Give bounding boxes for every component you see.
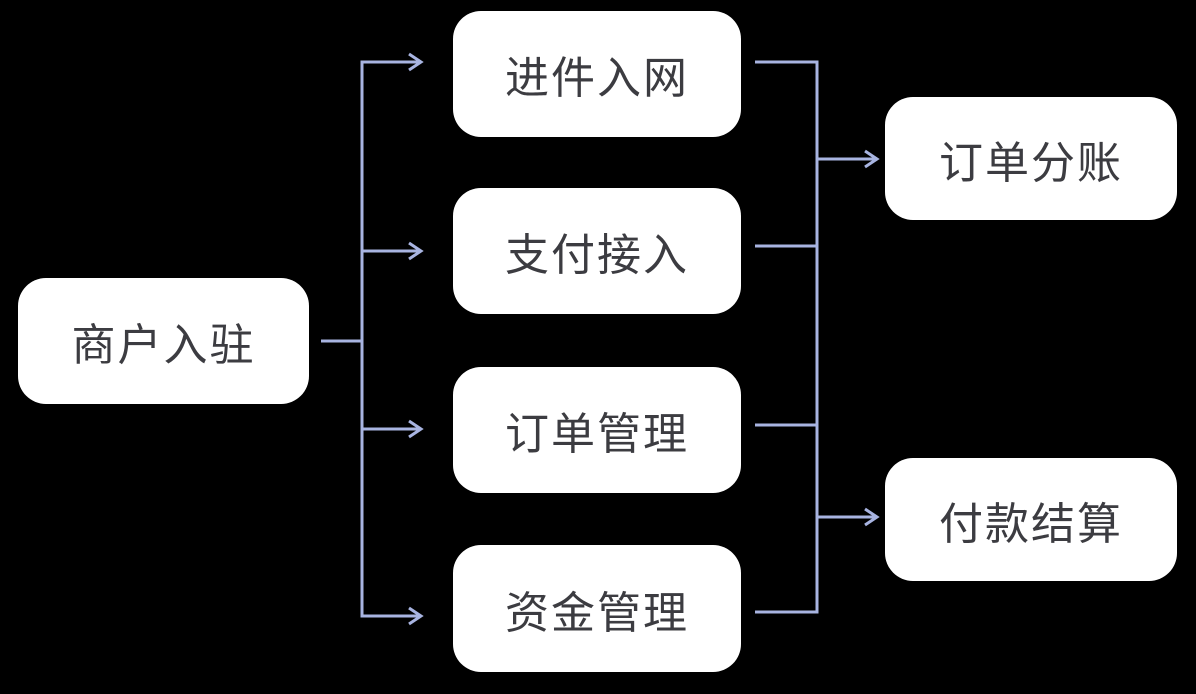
edge-right-bus	[755, 60, 819, 614]
node-label: 订单分账	[939, 138, 1123, 188]
node-label: 付款结算	[939, 499, 1123, 549]
arrowhead-icon	[864, 149, 880, 169]
node-order-management: 订单管理	[453, 367, 741, 493]
node-label: 资金管理	[505, 588, 689, 638]
node-funds-management: 资金管理	[453, 545, 741, 672]
arrowhead-icon	[408, 606, 424, 626]
node-intake-network: 进件入网	[453, 11, 741, 137]
node-payment-access: 支付接入	[453, 188, 741, 314]
node-label: 支付接入	[505, 231, 689, 280]
node-label: 订单管理	[505, 410, 689, 459]
node-order-split: 订单分账	[885, 97, 1177, 220]
node-merchant-onboarding: 商户入驻	[18, 278, 309, 404]
arrowhead-icon	[408, 241, 424, 261]
arrowhead-icon	[864, 507, 880, 527]
arrowhead-icon	[408, 419, 424, 439]
node-label: 进件入网	[505, 54, 689, 103]
node-payment-settlement: 付款结算	[885, 458, 1177, 581]
arrowhead-icon	[408, 52, 424, 72]
edge-left-bus	[360, 60, 419, 618]
node-label: 商户入驻	[71, 321, 256, 370]
